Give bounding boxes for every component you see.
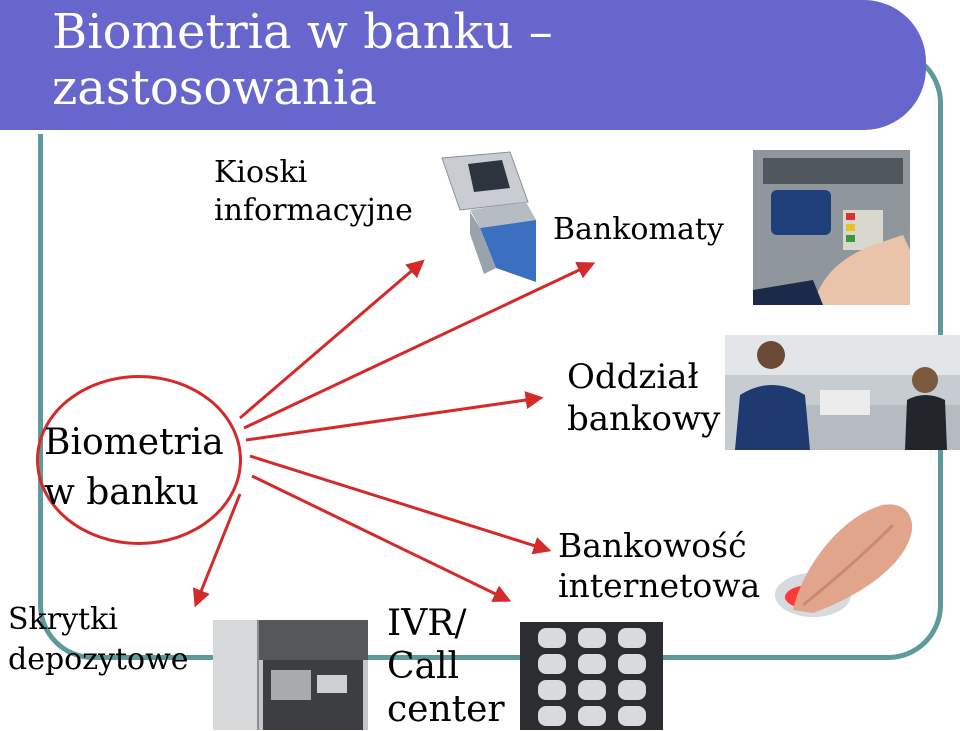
fingerprint-scanner-photo: [773, 495, 916, 622]
arrow-to-ivr: [251, 474, 512, 602]
phone-keypad-photo: [520, 622, 663, 730]
label-internet: Bankowość internetowa: [558, 526, 761, 605]
title-bar: Biometria w banku – zastosowania: [0, 0, 926, 130]
arrow-to-branch: [245, 391, 544, 442]
arrow-to-internet: [249, 454, 552, 555]
hub-label: Biometria w banku: [44, 422, 224, 513]
kiosk-photo: [440, 150, 545, 285]
arrow-to-atm: [243, 261, 596, 430]
slide-title: Biometria w banku – zastosowania: [52, 4, 553, 116]
label-branch: Oddział bankowy: [567, 357, 721, 439]
bank-branch-photo: [725, 335, 960, 450]
arrow-to-deposit: [192, 493, 242, 608]
hub-ellipse: [36, 375, 242, 545]
label-deposit: Skrytki depozytowe: [8, 602, 189, 677]
title-underline: [0, 130, 880, 134]
label-atm: Bankomaty: [553, 212, 724, 247]
label-kiosks: Kioski informacyjne: [214, 155, 413, 228]
label-ivr: IVR/ Call center: [387, 603, 505, 730]
atm-photo: [753, 150, 910, 305]
safe-deposit-box-photo: [213, 620, 368, 730]
arrow-to-kiosks: [239, 259, 425, 420]
